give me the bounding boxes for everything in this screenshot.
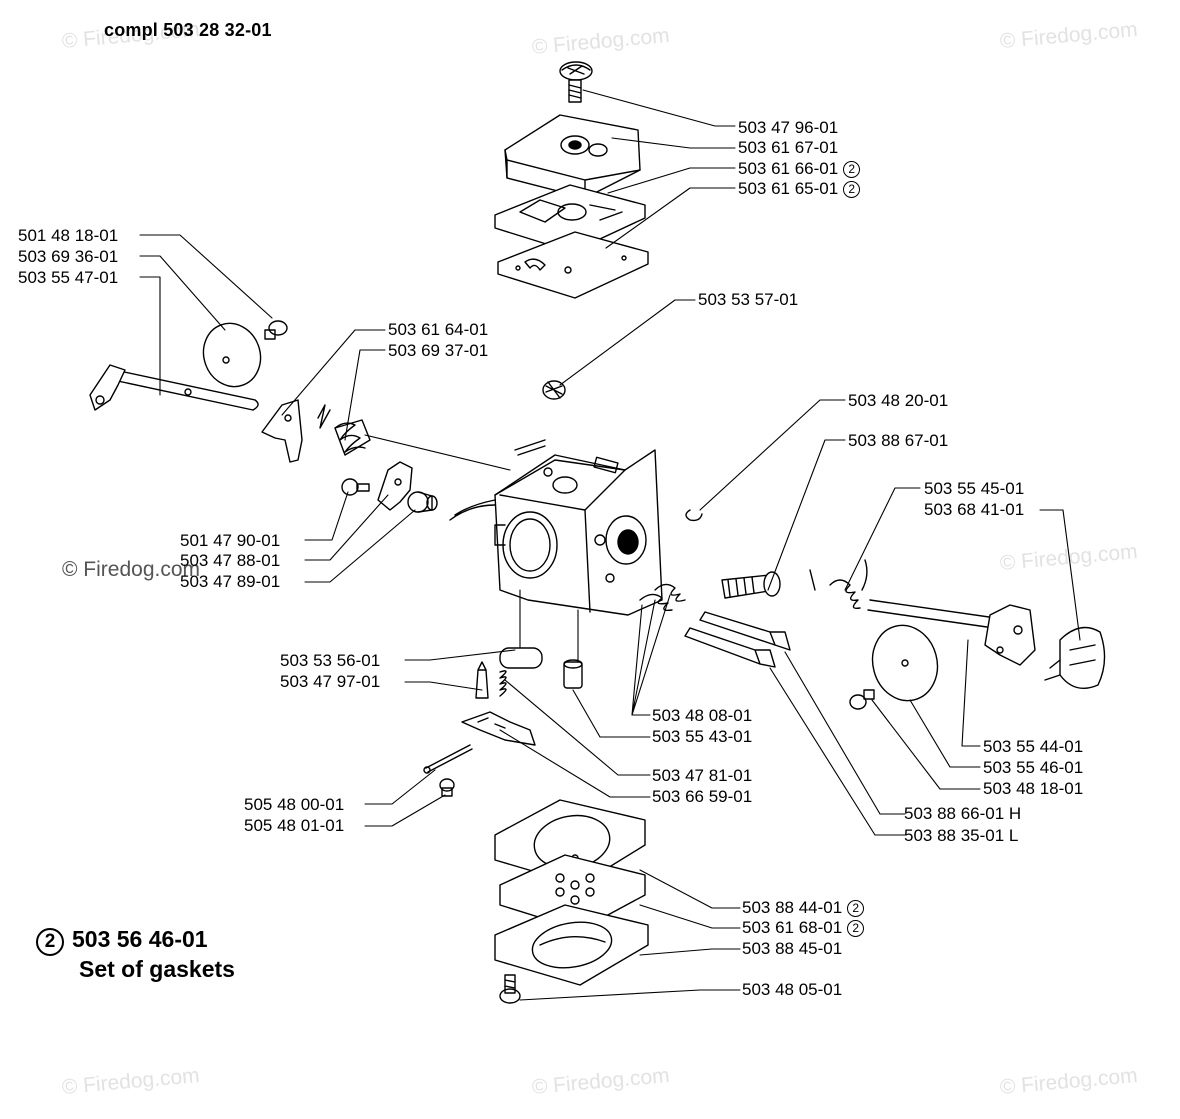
spring-set <box>639 583 686 612</box>
lever-pin <box>423 744 473 774</box>
gasket-set-number: 2 <box>36 928 64 956</box>
metering-diaphragm <box>499 854 646 931</box>
pump-diaphragm <box>494 184 646 253</box>
callout-label: 503 47 96-01 <box>738 118 839 137</box>
circlip <box>685 509 703 522</box>
check-valve <box>563 659 583 689</box>
gasket-set-marker: 2 <box>843 181 861 198</box>
callout-label: 503 53 57-01 <box>698 290 799 309</box>
choke-valve <box>871 624 939 702</box>
choke-washer <box>341 478 370 496</box>
return-spring <box>317 404 371 456</box>
callout-label: 505 48 01-01 <box>244 816 345 835</box>
idle-screw <box>721 571 781 599</box>
callout-label: 503 69 36-01 <box>18 247 119 266</box>
callout-label: 503 61 67-01 <box>738 138 839 157</box>
callout-label: 503 88 45-01 <box>742 939 843 958</box>
callout-label: 503 55 45-01 <box>924 479 1025 498</box>
callout-label: 503 48 18-01 <box>983 779 1084 798</box>
callout-label: 503 88 67-01 <box>848 431 949 450</box>
callout-label: 503 47 88-01 <box>180 551 281 570</box>
choke-screw <box>849 689 875 710</box>
callout-label: 503 48 08-01 <box>652 706 753 725</box>
gasket-set-marker: 2 <box>847 900 865 917</box>
throttle-screw <box>264 320 288 340</box>
callout-label: 503 88 35-01 L <box>904 826 1019 845</box>
watermark: © Firedog.com <box>62 558 201 581</box>
throttle-lever <box>261 399 303 463</box>
callout-label: 505 48 00-01 <box>244 795 345 814</box>
gasket-set-legend: 2 503 56 46-01 Set of gaskets <box>36 926 235 983</box>
limiter-cap <box>499 647 543 669</box>
high-needle <box>699 611 791 651</box>
callout-label: 503 55 44-01 <box>983 737 1084 756</box>
choke-lever <box>377 461 413 511</box>
callout-label: 503 68 41-01 <box>924 500 1025 519</box>
top-screw <box>559 61 593 103</box>
callout-label: 503 69 37-01 <box>388 341 489 360</box>
cover-plate <box>494 904 649 986</box>
callout-label: 503 47 81-01 <box>652 766 753 785</box>
pump-gasket <box>497 231 649 299</box>
gasket-set-marker: 2 <box>847 920 865 937</box>
low-needle <box>684 627 776 668</box>
choke-spring <box>809 559 868 610</box>
callout-label: 503 61 64-01 <box>388 320 489 339</box>
callout-label: 503 66 59-01 <box>652 787 753 806</box>
throttle-shaft <box>89 364 259 411</box>
choke-shaft <box>867 599 1036 666</box>
gasket-set-marker: 2 <box>843 161 861 178</box>
lever-screw <box>439 778 455 797</box>
choke-bushing <box>407 491 438 513</box>
callout-label: 503 48 20-01 <box>848 391 949 410</box>
callout-label: 503 48 05-01 <box>742 980 843 999</box>
callout-label: 503 55 46-01 <box>983 758 1084 777</box>
callout-label: 503 55 43-01 <box>652 727 753 746</box>
callout-label: 503 88 66-01 H <box>904 804 1022 823</box>
inlet-needle <box>475 661 489 699</box>
throttle-valve <box>202 322 262 388</box>
choke-knob <box>1044 626 1106 689</box>
pump-cover <box>504 114 641 199</box>
cover-screw <box>499 974 521 1004</box>
callout-label: 503 53 56-01 <box>280 651 381 670</box>
callout-label: 501 48 18-01 <box>18 226 119 245</box>
gasket-set-name: Set of gaskets <box>79 956 235 982</box>
callout-label: 503 55 47-01 <box>18 268 119 287</box>
inlet-screen <box>542 380 566 400</box>
carburettor-body <box>449 439 663 616</box>
metering-lever <box>461 711 536 746</box>
metering-spring <box>499 670 507 697</box>
assembly-title: compl 503 28 32-01 <box>104 20 272 40</box>
callout-label: 503 47 89-01 <box>180 572 281 591</box>
callout-label: 503 47 97-01 <box>280 672 381 691</box>
callout-label: 501 47 90-01 <box>180 531 281 550</box>
gasket-set-part: 503 56 46-01 <box>72 926 208 952</box>
